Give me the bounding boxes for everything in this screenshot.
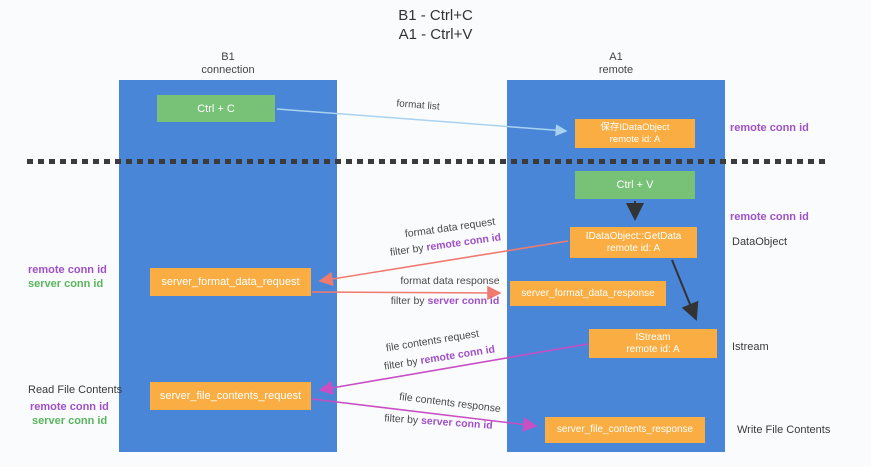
file-contents-response-label: file contents response [398,390,502,416]
left-server-conn-id-1: server conn id [28,278,104,290]
left-server-conn-id-2: server conn id [32,415,108,427]
format-data-response-arrow [311,285,502,301]
title-line-2: A1 - Ctrl+V [398,26,473,43]
server-format-data-response-node: server_format_data_response [510,281,666,306]
server-format-data-response-label: server_format_data_response [521,287,655,299]
filter-by-2-prefix: filter by [390,295,428,307]
istream-node: IStream remote id: A [589,329,717,358]
copy-paste-divider [27,159,825,164]
server-format-data-request-label: server_format_data_request [161,276,300,288]
filter-by-4-id: server conn id [420,414,494,432]
filter-by-1-prefix: filter by [389,241,428,259]
ctrl-c-node: Ctrl + C [157,95,275,122]
filter-by-server-conn-id-2: filter by server conn id [380,295,510,307]
save-idataobject-line1: 保存IDataObject [600,122,670,133]
lane-a1-name: A1 [609,51,623,63]
istream-line1: IStream [635,331,671,343]
ctrl-v-node: Ctrl + V [575,171,695,199]
remote-conn-id-top-label: remote conn id [730,122,809,134]
getdata-line2: remote id: A [606,242,661,254]
diagram-title: B1 - Ctrl+C A1 - Ctrl+V [0,6,871,44]
server-file-contents-response-node: server_file_contents_response [545,417,705,443]
dataobject-label: DataObject [732,236,788,248]
server-file-contents-request-node: server_file_contents_request [150,382,311,410]
lane-a1-role: remote [598,64,634,76]
server-format-data-request-node: server_format_data_request [150,268,311,296]
format-data-response-label: format data response [400,275,500,287]
filter-by-2-id: server conn id [427,295,500,307]
title-line-1: B1 - Ctrl+C [398,7,473,24]
lane-header-a1: A1 remote [507,51,725,77]
filter-by-4-prefix: filter by [383,412,422,427]
istream-line2: remote id: A [626,343,680,355]
server-file-contents-response-label: server_file_contents_response [556,424,694,435]
write-file-contents-label: Write File Contents [737,424,831,436]
remote-conn-id-mid-label: remote conn id [730,211,809,223]
lane-header-b1: B1 connection [119,51,337,77]
save-idataobject-node: 保存IDataObject remote id: A [575,119,695,148]
filter-by-3-prefix: filter by [383,355,422,373]
getdata-line1: IDataObject::GetData [585,230,682,242]
format-list-label: format list [395,98,441,113]
filter-by-server-conn-id-4: filter by server conn id [376,412,502,433]
idataobject-getdata-node: IDataObject::GetData remote id: A [570,227,697,258]
ctrl-v-label: Ctrl + V [616,179,654,191]
lane-b1-role: connection [201,64,255,76]
save-idataobject-line2: remote id: A [609,133,661,145]
istream-side-label: Istream [732,341,769,353]
left-remote-conn-id-1: remote conn id [28,264,107,276]
ctrl-c-label: Ctrl + C [197,102,235,115]
left-remote-conn-id-2: remote conn id [30,401,109,413]
lane-b1-name: B1 [221,51,235,63]
server-file-contents-request-label: server_file_contents_request [159,390,302,402]
read-file-contents-label: Read File Contents [28,384,123,396]
